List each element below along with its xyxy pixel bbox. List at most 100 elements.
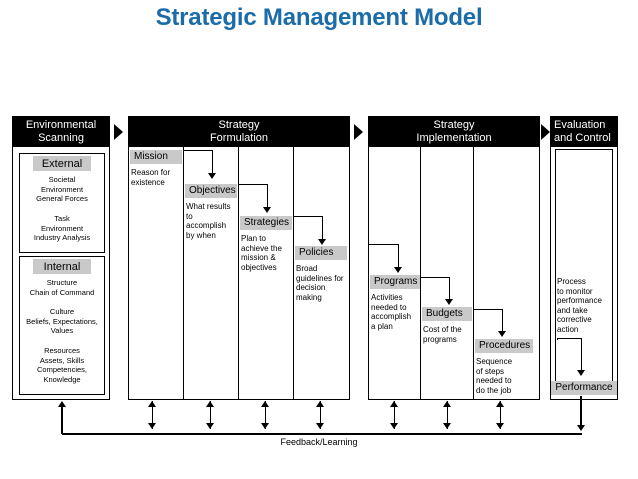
header-line-1: Environmental [25,119,97,131]
connector-budgets-procedures [473,309,503,311]
connector-programs-budgets [420,277,450,279]
group-label-internal: Internal [33,259,91,274]
arrowhead-icon [318,239,326,245]
feedback-arrow-policies [316,401,325,429]
arrowhead-icon [443,423,451,429]
header-line-1: Strategy [433,119,475,131]
feedback-riser-right [580,396,582,427]
connector-evaluation-performance [580,338,582,372]
feedback-label: Feedback/Learning [280,437,358,447]
text-line: Environment [40,184,84,194]
arrowhead-icon [390,401,398,407]
step-label-strategies: Strategies [240,216,292,230]
step-desc-mission: Reason for existence [131,168,181,187]
group-internal [19,256,105,395]
arrowhead-icon [316,423,324,429]
header-line-2: Implementation [416,132,492,144]
text-line: Task [54,214,70,223]
text-line: programs [423,334,457,344]
text-line: Competencies, [36,365,88,374]
connector-policies-programs [369,244,399,246]
text-line: Industry Analysis [33,233,91,242]
text-line: Chain of Command [29,287,95,297]
text-line: performance [557,296,602,305]
text-line: Culture [49,307,75,316]
step-desc-objectives: What results to accomplish by when [186,202,237,240]
text-line: Societal [48,175,76,184]
phase-header-environmental-scanning: Environmental Scanning [13,117,109,147]
text-line: making [296,292,322,302]
page-title: Strategic Management Model [155,4,483,31]
text-line: Environment [40,223,84,233]
text-line: Structure [46,278,78,287]
connector-strategies-policies [321,216,323,241]
phase-connector-icon-3 [541,124,550,140]
step-desc-programs: Activities needed to accomplish a plan [371,293,420,331]
connector-objectives-strategies [238,184,268,186]
connector-evaluation-performance [557,338,582,340]
arrowhead-icon [394,267,402,273]
text-line: Process [557,277,586,286]
feedback-arrow-mission [148,401,157,429]
phase-desc-evaluation: Process to monitor performance and take … [557,277,613,334]
connector-programs-budgets [448,277,450,301]
text-line: Resources [44,346,80,355]
header-line-2: and Control [554,132,611,144]
feedback-riser-left [61,407,63,434]
arrowhead-icon [443,401,451,407]
arrowhead-icon [496,401,504,407]
text-line: Values [50,326,74,335]
arrow-stem [264,401,267,429]
group-label-external: External [33,156,91,171]
feedback-bus-line [62,433,582,436]
arrow-stem [446,401,449,429]
arrowhead-icon [577,370,585,376]
phase-connector-icon-1 [114,124,123,140]
arrowhead-icon [58,401,66,407]
text-line: a plan [371,321,393,331]
arrowhead-icon [206,423,214,429]
header-line-1: Strategy [218,119,260,131]
step-desc-policies: Broad guidelines for decision making [296,264,349,302]
arrowhead-icon [261,401,269,407]
text-line: by when [186,230,216,240]
step-label-performance: Performance [551,381,617,395]
text-line: to monitor [557,286,593,296]
text-line: achieve the [241,243,282,253]
internal-block-structure: Structure Chain of Command [19,278,105,297]
text-line: corrective [557,315,592,324]
text-line: do the job [476,385,512,395]
connector-budgets-procedures [501,309,503,333]
text-line: Beliefs, Expectations, [26,316,98,326]
connector-strategies-policies [293,216,323,218]
arrowhead-icon [261,423,269,429]
step-label-policies: Policies [295,246,347,260]
step-desc-strategies: Plan to achieve the mission & objectives [241,234,292,272]
phase-connector-icon-2 [354,124,363,140]
arrowhead-icon [263,207,271,213]
arrowhead-icon [148,423,156,429]
phase-header-strategy-formulation: Strategy Formulation [129,117,349,147]
phase-header-evaluation-and-control: Evaluation and Control [551,117,617,147]
arrowhead-icon [445,299,453,305]
feedback-arrow-strategies [261,401,270,429]
text-line: accomplish [371,312,412,321]
text-line: Plan to [241,234,266,243]
feedback-arrow-budgets [443,401,452,429]
text-line: and take [557,305,588,315]
text-line: accomplish [186,221,227,230]
text-line: General Forces [36,194,88,203]
feedback-arrow-objectives [206,401,215,429]
column-divider [473,147,474,399]
step-label-budgets: Budgets [422,307,472,321]
external-block-task: Task Environment Industry Analysis [19,214,105,243]
text-line: action [557,324,579,334]
text-line: Reason for [131,168,171,177]
text-line: decision [296,283,326,292]
external-block-societal: Societal Environment General Forces [19,175,105,204]
connector-mission-objectives [211,150,213,175]
connector-policies-programs [397,244,399,269]
text-line: objectives [241,262,277,272]
connector-objectives-strategies [266,184,268,209]
arrowhead-icon [208,173,216,179]
